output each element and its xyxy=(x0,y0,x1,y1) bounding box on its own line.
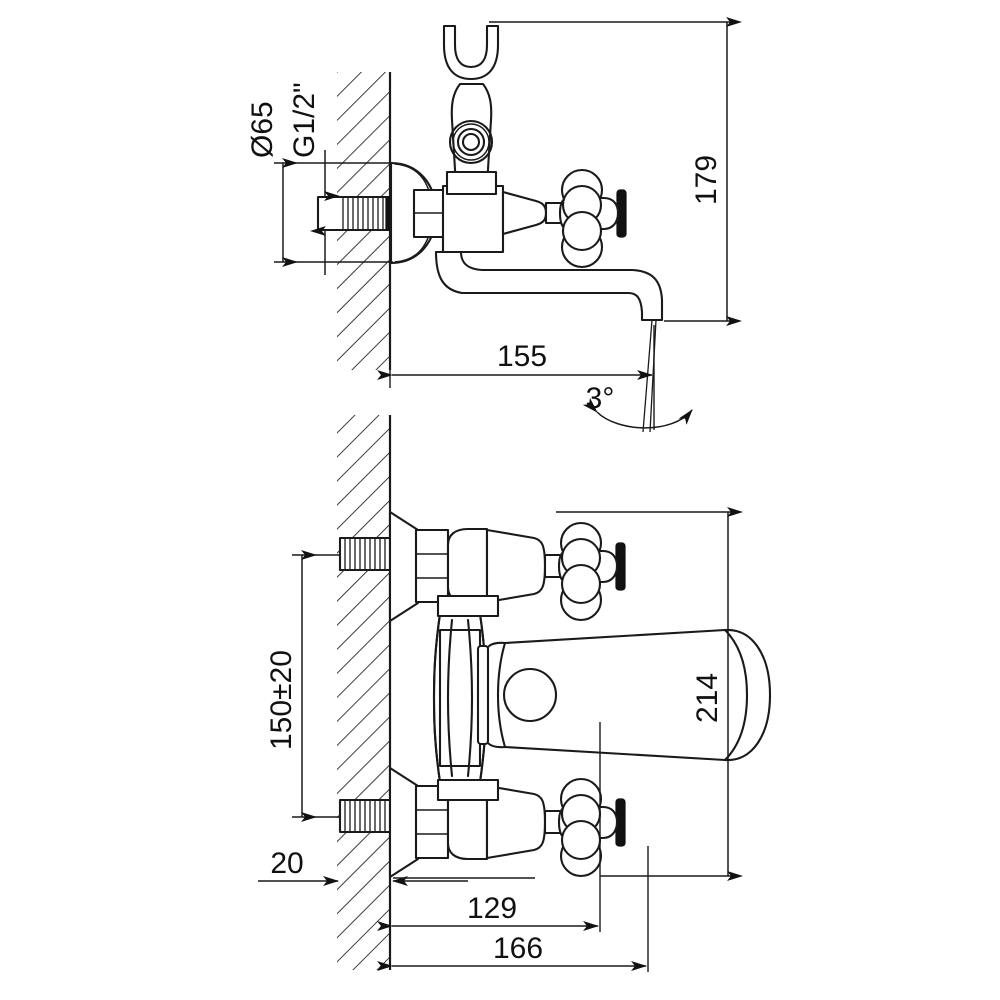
dimension-height-214 xyxy=(556,507,743,881)
valve-body-upper xyxy=(441,184,505,254)
front-view-group xyxy=(337,415,772,970)
dimension-label-214: 214 xyxy=(691,673,724,723)
side-view-group xyxy=(316,24,664,433)
escutcheon-upper xyxy=(389,161,448,265)
dimension-center-distance-150 xyxy=(292,550,340,822)
width-166-text: 166 xyxy=(493,932,543,965)
shower-riser-upper xyxy=(445,82,498,196)
center-column-front xyxy=(432,594,500,802)
angle-3deg-text: 3° xyxy=(586,382,615,415)
shower-holder-bracket xyxy=(442,24,500,81)
reach-155-text: 155 xyxy=(497,340,547,373)
dimension-label-179: 179 xyxy=(690,155,723,205)
dimension-width-129 xyxy=(377,722,601,932)
wall-section-lower xyxy=(337,415,392,970)
thread-hatch-lower-top xyxy=(344,538,386,570)
cross-handle-front-top xyxy=(557,521,626,622)
dimension-angle-3deg xyxy=(582,397,693,429)
valve-body-front-bottom xyxy=(446,783,571,861)
inlet-thread-upper xyxy=(316,195,393,232)
dimension-diameter-65 xyxy=(274,158,393,267)
dimension-label-diameter-65: Ø65 xyxy=(246,101,279,158)
escutcheon-front-bottom xyxy=(388,766,450,879)
dimension-label-150: 150±20 xyxy=(265,650,298,750)
valve-body-front-top xyxy=(446,527,571,605)
spout-front xyxy=(476,628,772,762)
escutcheon-front-top xyxy=(388,510,450,623)
inlet-thread-lower-top xyxy=(338,536,392,572)
dimension-width-166 xyxy=(377,846,649,972)
dimension-label-thread: G1/2" xyxy=(288,82,321,158)
diameter-65-text: Ø65 xyxy=(246,101,279,158)
wall-offset-20-text: 20 xyxy=(270,847,303,880)
spout-upper xyxy=(434,250,664,322)
cross-handle-front-bottom xyxy=(557,777,626,878)
dimension-height-179 xyxy=(489,17,742,326)
center-distance-text: 150±20 xyxy=(265,650,298,750)
height-214-text: 214 xyxy=(691,673,724,723)
inlet-thread-lower-bottom xyxy=(338,798,392,834)
thread-hatch-lower-bottom xyxy=(344,800,386,832)
dimension-wall-offset-20 xyxy=(258,876,535,886)
width-129-text: 129 xyxy=(467,892,517,925)
cross-handle-upper xyxy=(558,168,627,269)
height-179-text: 179 xyxy=(690,155,723,205)
thread-g12-text: G1/2" xyxy=(288,82,321,158)
